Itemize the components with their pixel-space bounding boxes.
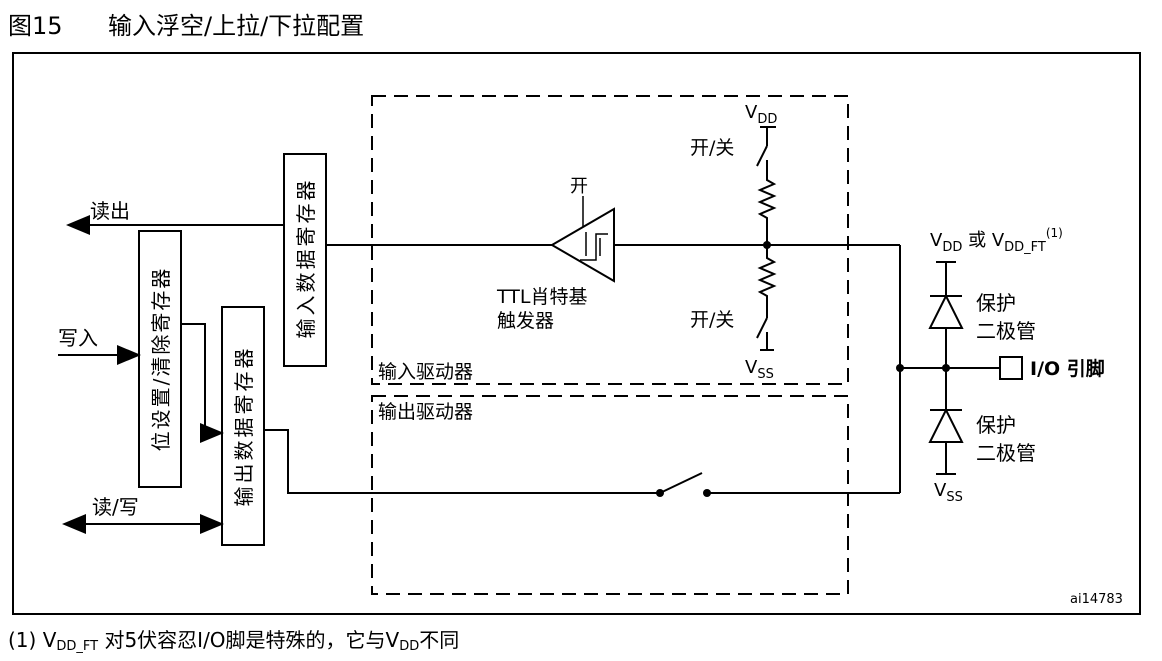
footnote: (1) VDD_FT 对5伏容忍I/O脚是特殊的，它与VDD不同 bbox=[8, 628, 460, 654]
output-switch-icon bbox=[659, 472, 703, 494]
odr-to-switch-line bbox=[264, 429, 658, 494]
vss-bottom-label: VSS bbox=[934, 480, 963, 505]
lower-diode-label-1: 保护 bbox=[976, 413, 1016, 437]
on-off-bottom-label: 开/关 bbox=[690, 309, 734, 331]
figure-caption: 输入浮空/上拉/下拉配置 bbox=[108, 12, 365, 40]
input-driver-box bbox=[371, 95, 849, 385]
upper-diode-label-1: 保护 bbox=[976, 291, 1016, 315]
figure-title: 图15 输入浮空/上拉/下拉配置 bbox=[8, 6, 364, 41]
read-out-label: 读出 bbox=[90, 199, 130, 223]
figure-number: 图15 bbox=[8, 12, 63, 40]
input-data-register-box bbox=[283, 153, 327, 367]
schmitt-label-line2: 触发器 bbox=[497, 310, 554, 332]
write-in-label: 写入 bbox=[58, 326, 98, 350]
output-data-register-label: 输出数据寄存器 bbox=[232, 346, 256, 507]
diagram-frame bbox=[12, 52, 1141, 615]
vdd-top-label: VDD bbox=[745, 102, 777, 127]
upper-diode-label-2: 二极管 bbox=[976, 319, 1036, 343]
input-data-register-label: 输入数据寄存器 bbox=[294, 178, 318, 339]
output-driver-label: 输出驱动器 bbox=[378, 401, 473, 423]
io-pin-box bbox=[999, 356, 1023, 380]
lower-diode-label-2: 二极管 bbox=[976, 441, 1036, 465]
input-driver-label: 输入驱动器 bbox=[378, 361, 473, 383]
pull-up-switch bbox=[756, 145, 768, 167]
pull-up-resistor-icon bbox=[757, 172, 777, 245]
on-off-top-label: 开/关 bbox=[690, 137, 734, 159]
bit-set-reset-register-label: 位设置/清除寄存器 bbox=[149, 267, 173, 452]
vss-top-label: VSS bbox=[745, 357, 774, 382]
trigger-enable-label: 开 bbox=[570, 176, 588, 197]
read-write-label: 读/写 bbox=[92, 495, 139, 519]
vdd-ft-label: VDD 或 VDD_FT(1) bbox=[930, 226, 1063, 255]
io-pin-label: I/O 引脚 bbox=[1030, 358, 1105, 380]
output-driver-box bbox=[371, 395, 849, 595]
bsr-to-odr-line bbox=[181, 323, 224, 443]
pull-down-resistor-icon bbox=[757, 245, 777, 308]
reference-id: ai14783 bbox=[1070, 592, 1123, 607]
output-data-register-box bbox=[221, 306, 265, 546]
bit-set-reset-register-box bbox=[138, 230, 182, 488]
hysteresis-glyph bbox=[580, 232, 608, 261]
upper-diode-icon bbox=[928, 293, 964, 329]
schmitt-label-line1: TTL肖特基 bbox=[496, 286, 587, 308]
pull-down-switch bbox=[756, 317, 768, 339]
lower-diode-icon bbox=[928, 407, 964, 443]
